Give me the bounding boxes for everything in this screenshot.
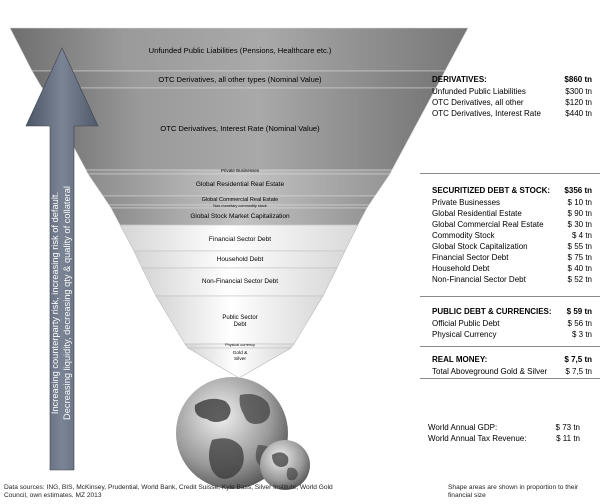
real-money-total: $ 7,5 tn [564, 355, 592, 364]
funnel-label-nonfinancial: Non-Financial Sector Debt [201, 278, 279, 285]
public-title: PUBLIC DEBT & CURRENCIES: [432, 307, 552, 316]
securitized-item: Financial Sector Debt [432, 253, 509, 262]
gdp-value: $ 73 tn [555, 423, 580, 432]
securitized-item: Global Stock Capitalization [432, 242, 528, 251]
public-item: Official Public Debt [432, 319, 500, 328]
securitized-item: Private Businesses [432, 198, 501, 207]
public-item-value: $ 56 tn [567, 319, 592, 328]
derivatives-title: DERIVATIVES: [432, 75, 487, 84]
securitized-item: Global Residential Estate [432, 209, 522, 218]
tax-value: $ 11 tn [556, 434, 580, 443]
derivatives-item: OTC Derivatives, all other [432, 98, 524, 107]
separator [420, 346, 600, 347]
securitized-item: Household Debt [432, 264, 490, 273]
securitized-item-value: $ 10 tn [567, 198, 592, 207]
securitized-item-value: $ 55 tn [567, 242, 592, 251]
derivatives-item: Unfunded Public Liabilities [432, 87, 526, 96]
derivatives-item-value: $440 tn [565, 109, 592, 118]
securitized-item-value: $ 4 tn [571, 231, 592, 240]
separator [420, 296, 600, 297]
securitized-total: $356 tn [564, 186, 592, 195]
securitized-item-value: $ 90 tn [567, 209, 592, 218]
data-sources-note: Data sources: ING, BIS, McKinsey, Pruden… [4, 484, 333, 499]
securitized-item: Non-Financial Sector Debt [432, 275, 526, 284]
funnel-label-gold-1: Gold & [232, 351, 248, 356]
segment-gold-silver [186, 347, 293, 379]
derivatives-item-value: $120 tn [565, 98, 592, 107]
tax-label: World Annual Tax Revenue: [428, 434, 527, 443]
risk-arrow [25, 47, 99, 471]
funnel-label-financial: Financial Sector Debt [208, 236, 272, 243]
funnel-label-public-2: Debt [233, 322, 247, 328]
securitized-item-value: $ 40 tn [567, 264, 592, 273]
arrow-text-line1: Increasing counterparty risk, increasing… [50, 191, 60, 415]
funnel-label-gold-2: Silver [234, 357, 246, 362]
funnel-label-household: Household Debt [216, 256, 264, 263]
public-item: Physical Currency [432, 330, 497, 339]
funnel-label-public-1: Public Sector [222, 315, 258, 321]
real-money-item: Total Aboveground Gold & Silver [432, 367, 548, 376]
separator [420, 173, 600, 174]
funnel-segments [9, 27, 469, 379]
funnel-label-residential: Global Residential Real Estate [195, 181, 285, 188]
funnel-label-stock: Global Stock Market Capitalization [190, 213, 290, 220]
earth-globe-small [260, 440, 310, 490]
funnel-label-physical-currency: Physical currency [225, 343, 255, 347]
securitized-item: Commodity Stock [432, 231, 495, 240]
funnel-label-otc-interest: OTC Derivatives, Interest Rate (Nominal … [160, 124, 320, 133]
derivatives-item-value: $300 tn [565, 87, 592, 96]
arrow-text-line2: Decreasing liquidity, decreasing qty & q… [62, 186, 72, 420]
securitized-title: SECURITIZED DEBT & STOCK: [432, 186, 551, 195]
funnel-label-unfunded: Unfunded Public Liabilities (Pensions, H… [148, 46, 332, 55]
public-item-value: $ 3 tn [571, 330, 592, 339]
gdp-label: World Annual GDP: [428, 423, 498, 432]
real-money-title: REAL MONEY: [432, 355, 488, 364]
real-money-item-value: $ 7,5 tn [565, 367, 592, 376]
funnel-label-otc-other: OTC Derivatives, all other types (Nomina… [158, 75, 322, 84]
separator [420, 378, 600, 379]
securitized-item-value: $ 75 tn [567, 253, 592, 262]
derivatives-total: $860 tn [564, 75, 592, 84]
securitized-item: Global Commercial Real Estate [432, 220, 544, 229]
derivatives-item: OTC Derivatives, Interest Rate [432, 109, 541, 118]
securitized-item-value: $ 30 tn [567, 220, 592, 229]
public-total: $ 59 tn [566, 307, 592, 316]
securitized-item-value: $ 52 tn [567, 275, 592, 284]
shape-area-note: Shape areas are shown in proportion to t… [448, 484, 579, 499]
funnel-label-private: Private Businesses [220, 168, 260, 173]
funnel-label-commercial: Global Commercial Real Estate [201, 197, 279, 203]
funnel-label-commodity: Non-monetary commodity stock [213, 204, 267, 208]
